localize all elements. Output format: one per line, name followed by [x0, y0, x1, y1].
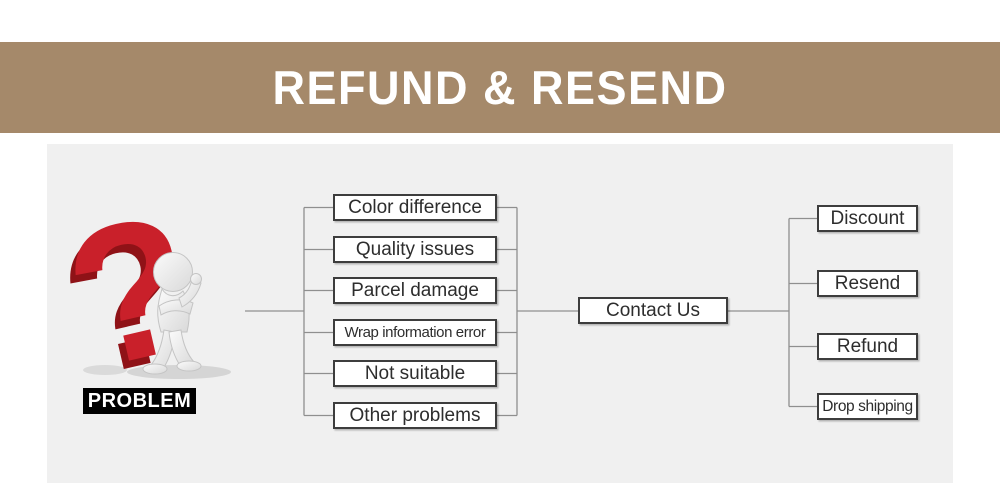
problem-box-other-problems: Other problems: [333, 402, 497, 429]
banner-title: REFUND & RESEND: [272, 60, 728, 114]
solution-box-drop-shipping: Drop shipping: [817, 393, 918, 420]
problem-box-not-suitable: Not suitable: [333, 360, 497, 387]
solution-box-refund: Refund: [817, 333, 918, 360]
problem-box-color-difference: Color difference: [333, 194, 497, 221]
problem-box-wrap-information-error: Wrap information error: [333, 319, 497, 346]
problem-box-parcel-damage: Parcel damage: [333, 277, 497, 304]
connector-lines: [245, 206, 817, 417]
flowchart-card: ? ? PROBLEM Color difference Quality iss…: [47, 144, 953, 483]
solution-box-resend: Resend: [817, 270, 918, 297]
thinking-person-question-mark-icon: ? ?: [63, 202, 231, 380]
problem-box-quality-issues: Quality issues: [333, 236, 497, 263]
problem-label: PROBLEM: [83, 388, 196, 414]
banner: REFUND & RESEND: [0, 42, 1000, 133]
solution-box-discount: Discount: [817, 205, 918, 232]
contact-us-box: Contact Us: [578, 297, 728, 324]
